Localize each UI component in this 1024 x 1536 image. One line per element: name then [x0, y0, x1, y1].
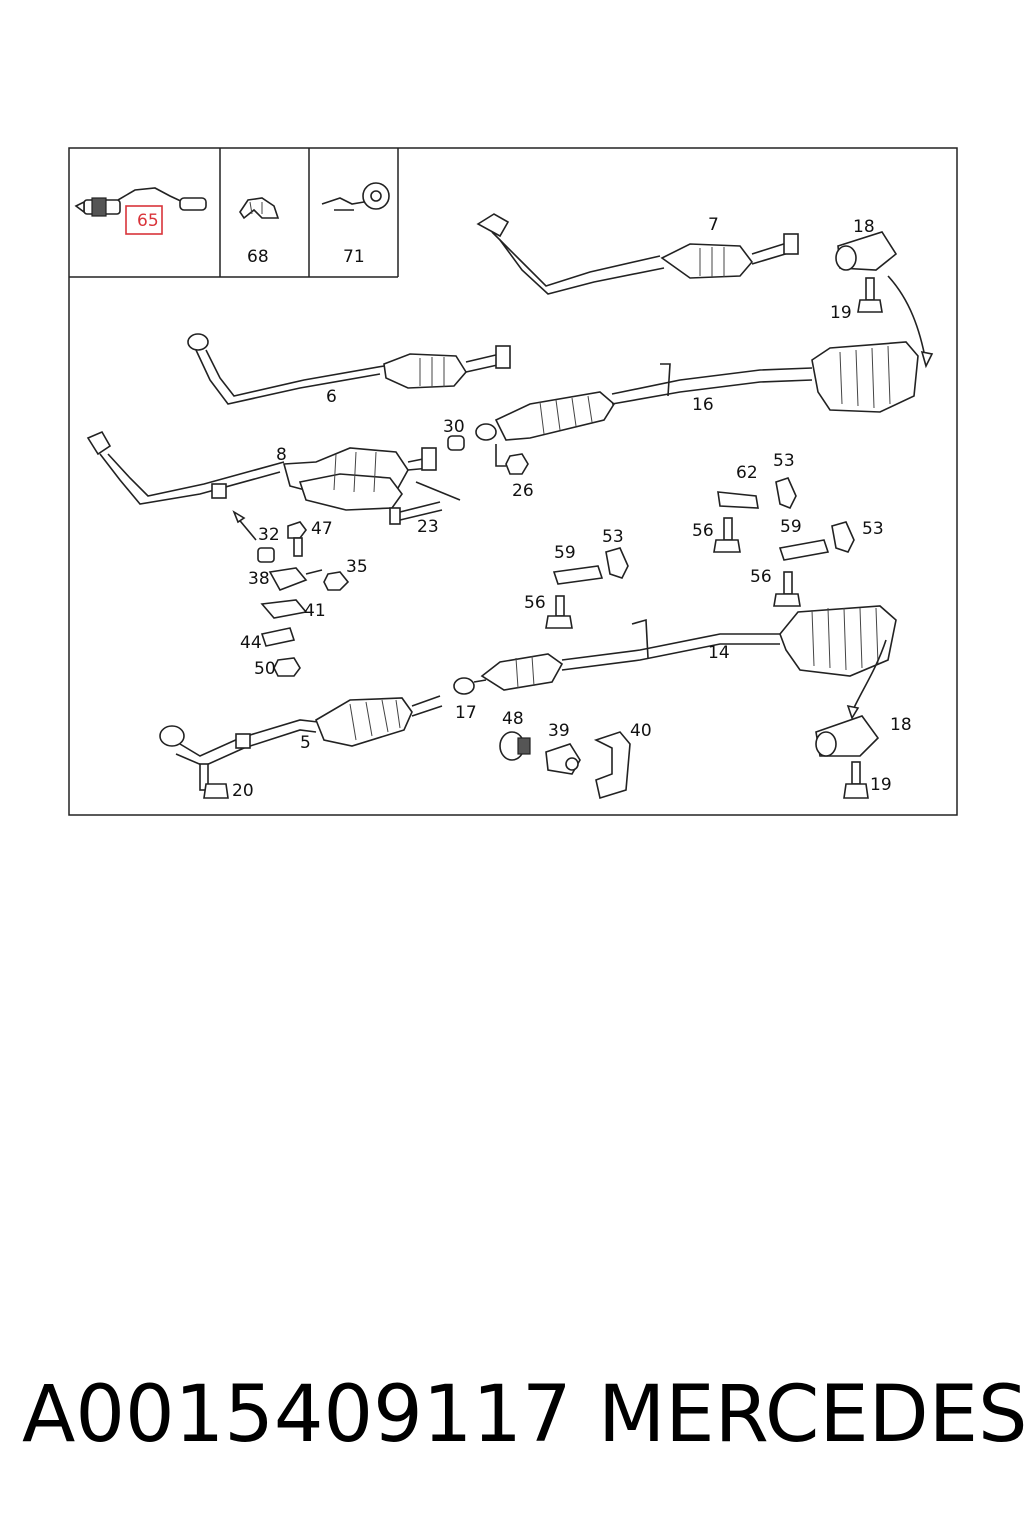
inset-panels — [69, 148, 399, 278]
brand-name: MERCEDES — [598, 1370, 1024, 1460]
bolt-part-56-a[interactable] — [713, 517, 741, 553]
ring-part-30[interactable] — [447, 435, 465, 451]
callout-18-bottom[interactable]: 18 — [890, 715, 912, 735]
callout-56-c[interactable]: 56 — [750, 567, 772, 587]
nut-part-50[interactable] — [273, 657, 301, 677]
callout-47[interactable]: 47 — [311, 519, 333, 539]
middle-silencer-part-16[interactable] — [475, 341, 919, 441]
callout-32[interactable]: 32 — [258, 525, 280, 545]
callout-17[interactable]: 17 — [455, 703, 477, 723]
tailpipe-tip-part-18-bottom[interactable] — [815, 715, 880, 757]
callout-16[interactable]: 16 — [692, 395, 714, 415]
callout-59-b[interactable]: 59 — [780, 517, 802, 537]
bolt-part-47[interactable] — [287, 521, 307, 557]
bracket-part-40[interactable] — [593, 731, 631, 800]
callout-48[interactable]: 48 — [502, 709, 524, 729]
callout-5[interactable]: 5 — [300, 733, 311, 753]
part-number: A0015409117 — [22, 1370, 572, 1460]
clip-part-68[interactable] — [239, 197, 280, 220]
callout-40[interactable]: 40 — [630, 721, 652, 741]
clamp-part-17[interactable] — [453, 677, 487, 695]
callout-39[interactable]: 39 — [548, 721, 570, 741]
front-pipe-part-7[interactable] — [476, 213, 799, 295]
callout-50[interactable]: 50 — [254, 659, 276, 679]
callout-8[interactable]: 8 — [276, 445, 287, 465]
callout-14[interactable]: 14 — [708, 643, 730, 663]
callout-35[interactable]: 35 — [346, 557, 368, 577]
callout-56-a[interactable]: 56 — [524, 593, 546, 613]
callout-68[interactable]: 68 — [247, 247, 269, 267]
rubber-mount-part-53-b[interactable] — [831, 521, 855, 553]
callout-7[interactable]: 7 — [708, 215, 719, 235]
rubber-mount-part-53-a[interactable] — [775, 477, 797, 510]
callout-62[interactable]: 62 — [736, 463, 758, 483]
bracket-part-41[interactable] — [260, 599, 308, 619]
callout-53-c[interactable]: 53 — [862, 519, 884, 539]
bracket-part-62[interactable] — [717, 491, 759, 509]
tailpipe-tip-part-18-top[interactable] — [835, 231, 934, 369]
callout-20[interactable]: 20 — [232, 781, 254, 801]
callout-38[interactable]: 38 — [248, 569, 270, 589]
sensor-part-48[interactable] — [499, 731, 531, 761]
callout-44[interactable]: 44 — [240, 633, 262, 653]
rear-silencer-part-14[interactable] — [480, 605, 897, 720]
nut-part-35[interactable] — [323, 571, 350, 591]
front-pipe-part-8[interactable] — [86, 430, 461, 511]
callout-19-top[interactable]: 19 — [830, 303, 852, 323]
callout-18-top[interactable]: 18 — [853, 217, 875, 237]
bracket-part-71[interactable] — [321, 182, 390, 211]
callout-6[interactable]: 6 — [326, 387, 337, 407]
callout-19-bottom[interactable]: 19 — [870, 775, 892, 795]
nut-part-26[interactable] — [495, 444, 529, 475]
clamp-part-32[interactable] — [257, 547, 275, 563]
callout-26[interactable]: 26 — [512, 481, 534, 501]
rubber-mount-part-53-c[interactable] — [605, 547, 629, 579]
callout-41[interactable]: 41 — [304, 601, 326, 621]
bolt-part-20[interactable] — [199, 763, 229, 799]
bracket-part-38[interactable] — [268, 567, 323, 591]
bracket-part-59-a[interactable] — [778, 539, 830, 561]
callout-53-a[interactable]: 53 — [773, 451, 795, 471]
bracket-part-59-b[interactable] — [552, 565, 604, 585]
front-pipe-part-6[interactable] — [187, 333, 511, 405]
callout-labels: 65 68 71 7 18 19 6 16 30 26 8 23 62 53 3… — [137, 211, 912, 801]
diagram-frame — [68, 147, 958, 816]
clamp-part-44[interactable] — [260, 627, 296, 647]
bolt-part-19-top[interactable] — [857, 277, 883, 313]
exhaust-system-diagram: 65 68 71 7 18 19 6 16 30 26 8 23 62 53 3… — [68, 147, 958, 816]
callout-23[interactable]: 23 — [417, 517, 439, 537]
bolt-part-56-c[interactable] — [545, 595, 573, 629]
oxygen-sensor-part-65[interactable] — [74, 187, 207, 217]
bolt-part-23[interactable] — [389, 501, 443, 525]
callout-56-b[interactable]: 56 — [692, 521, 714, 541]
bolt-part-56-b[interactable] — [773, 571, 801, 607]
front-pipe-part-5[interactable] — [159, 695, 443, 767]
callout-59-a[interactable]: 59 — [554, 543, 576, 563]
sensor-part-39[interactable] — [545, 743, 581, 775]
callout-30[interactable]: 30 — [443, 417, 465, 437]
highlight-box-65 — [125, 205, 163, 235]
callout-65[interactable]: 65 — [137, 211, 159, 231]
caption: A0015409117 MERCEDES — [0, 1370, 1024, 1470]
bolt-part-19-bottom[interactable] — [843, 761, 869, 799]
callout-53-b[interactable]: 53 — [602, 527, 624, 547]
callout-71[interactable]: 71 — [343, 247, 365, 267]
